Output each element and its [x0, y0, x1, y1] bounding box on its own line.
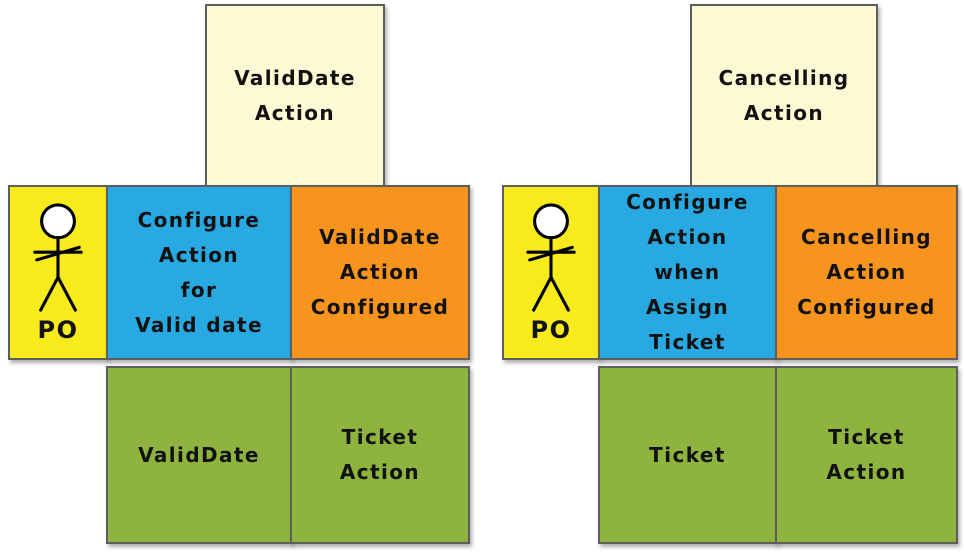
actor-label: PO — [530, 315, 572, 344]
entity-card-ticket-action[interactable]: Ticket Action — [775, 366, 958, 544]
event-label: Cancelling Action Configured — [797, 225, 936, 319]
entity-label: Ticket Action — [339, 425, 421, 484]
person-icon — [33, 202, 83, 312]
entity-card-ticket-action[interactable]: Ticket Action — [290, 366, 470, 544]
command-label: Configure Action when Assign Ticket — [626, 190, 749, 354]
entity-label: Ticket Action — [826, 425, 907, 484]
actor-card-po[interactable]: PO — [502, 185, 600, 360]
note-label: ValidDate Action — [234, 65, 356, 125]
entity-card-ticket[interactable]: Ticket — [598, 366, 777, 544]
event-label: ValidDate Action Configured — [310, 225, 450, 319]
command-card-configure-action-when-assign-ticket[interactable]: Configure Action when Assign Ticket — [598, 185, 777, 360]
event-card-cancelling-action-configured[interactable]: Cancelling Action Configured — [775, 185, 958, 360]
entity-label: Ticket — [649, 442, 726, 467]
sticky-note-validdate-action[interactable]: ValidDate Action — [205, 4, 385, 187]
entity-label: ValidDate — [138, 442, 260, 467]
person-icon — [526, 202, 576, 312]
actor-label: PO — [37, 315, 79, 344]
note-label: Cancelling Action — [718, 65, 850, 125]
entity-card-validdate[interactable]: ValidDate — [106, 366, 292, 544]
command-card-configure-action-for-valid-date[interactable]: Configure Action for Valid date — [106, 185, 292, 360]
command-label: Configure Action for Valid date — [135, 207, 263, 337]
event-card-validdate-action-configured[interactable]: ValidDate Action Configured — [290, 185, 470, 360]
sticky-note-cancelling-action[interactable]: Cancelling Action — [690, 4, 878, 187]
actor-card-po[interactable]: PO — [8, 185, 108, 360]
